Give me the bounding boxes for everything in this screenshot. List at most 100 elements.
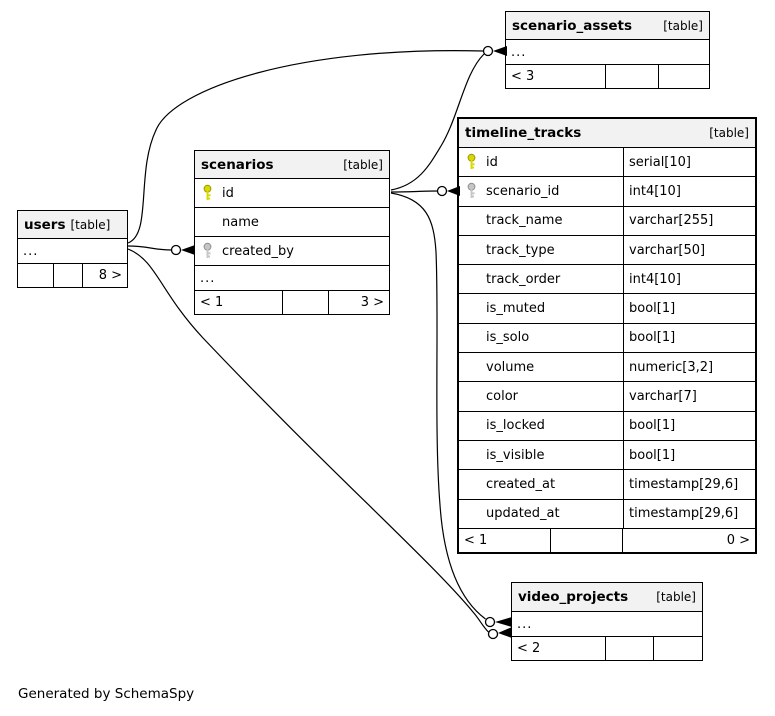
column-row-is-visible: is_visible bool[1] — [459, 440, 755, 471]
column-row-volume: volume numeric[3,2] — [459, 353, 755, 383]
table-node-video-projects[interactable]: video_projects [table] ... < 2 — [511, 582, 703, 661]
table-node-users[interactable]: users [table] ... 8 > — [17, 210, 128, 288]
hidden-columns-row: ... — [506, 40, 709, 65]
column-row-created-by: created_by — [195, 237, 389, 266]
parents-count: < 3 — [506, 65, 606, 88]
column-row-track-order: track_order int4[10] — [459, 265, 755, 295]
table-type-tag: [table] — [70, 217, 111, 232]
column-name: name — [222, 214, 259, 230]
hidden-columns-row: ... — [18, 239, 127, 264]
primary-key-icon — [203, 184, 212, 200]
table-name: scenario_assets — [512, 17, 633, 34]
parents-count: < 1 — [459, 528, 551, 552]
column-type: varchar[255] — [623, 206, 755, 235]
children-count: 8 > — [98, 268, 122, 283]
table-footer: < 1 0 > — [459, 528, 755, 552]
ellipsis-label: ... — [200, 270, 216, 286]
column-name: volume — [486, 359, 535, 375]
crow-foot-icon — [498, 627, 512, 638]
column-row-created-at: created_at timestamp[29,6] — [459, 470, 755, 500]
zero-circle-icon — [487, 628, 499, 640]
hidden-columns-row: ... — [512, 612, 702, 637]
table-header: timeline_tracks [table] — [459, 119, 755, 148]
column-name: track_name — [486, 213, 563, 229]
table-name: video_projects — [518, 589, 629, 605]
column-name: color — [486, 389, 519, 405]
column-type: bool[1] — [623, 294, 755, 323]
column-name: is_locked — [486, 418, 545, 434]
children-count — [659, 65, 709, 88]
foreign-key-icon — [467, 183, 476, 199]
column-name: updated_at — [486, 506, 560, 522]
crow-foot-icon — [181, 245, 195, 255]
column-type: bool[1] — [623, 323, 755, 353]
ellipsis-label: ... — [511, 44, 527, 60]
parents-count — [18, 264, 54, 287]
column-row-track-name: track_name varchar[255] — [459, 206, 755, 236]
footer-cell — [606, 65, 659, 88]
children-count — [654, 637, 702, 660]
zero-circle-icon — [436, 185, 448, 197]
column-type: serial[10] — [623, 148, 755, 177]
column-name: id — [486, 154, 498, 170]
table-footer: < 2 — [512, 637, 702, 660]
crow-foot-icon — [495, 617, 512, 627]
generator-credit: Generated by SchemaSpy — [18, 686, 195, 702]
zero-circle-icon — [170, 244, 182, 256]
column-name: id — [222, 185, 234, 201]
column-type: numeric[3,2] — [623, 353, 755, 382]
table-type-tag: [table] — [343, 157, 383, 172]
table-name: timeline_tracks — [465, 125, 582, 141]
column-name: is_solo — [486, 330, 530, 346]
table-type-tag: [table] — [709, 126, 749, 140]
column-type: timestamp[29,6] — [623, 499, 755, 528]
table-name: users — [24, 216, 66, 233]
column-row-track-type: track_type varchar[50] — [459, 235, 755, 266]
parents-count: < 1 — [195, 291, 283, 314]
column-row-id: id serial[10] — [459, 148, 755, 178]
table-header: users [table] — [18, 211, 127, 239]
table-type-tag: [table] — [663, 18, 703, 33]
children-count: 0 > — [726, 532, 750, 548]
column-row-scenario-id: scenario_id int4[10] — [459, 177, 755, 207]
column-type: bool[1] — [623, 440, 755, 470]
column-row-is-solo: is_solo bool[1] — [459, 323, 755, 354]
ellipsis-label: ... — [517, 616, 533, 632]
table-node-timeline-tracks[interactable]: timeline_tracks [table] id serial[10] sc… — [457, 117, 757, 554]
column-name: track_type — [486, 242, 555, 258]
footer-cell — [54, 264, 83, 287]
column-type: varchar[50] — [623, 235, 755, 265]
column-name: track_order — [486, 271, 561, 287]
foreign-key-icon — [203, 242, 212, 258]
ellipsis-label: ... — [23, 243, 39, 259]
column-row-id: id — [195, 179, 389, 208]
column-row-is-locked: is_locked bool[1] — [459, 411, 755, 441]
column-type: int4[10] — [623, 265, 755, 294]
table-type-tag: [table] — [656, 590, 696, 604]
zero-circle-icon — [484, 616, 496, 628]
footer-cell — [283, 291, 329, 314]
column-name: created_at — [486, 476, 556, 492]
column-name: is_muted — [486, 301, 546, 317]
table-name: scenarios — [201, 156, 274, 173]
parents-count: < 2 — [512, 637, 606, 660]
column-row-color: color varchar[7] — [459, 382, 755, 412]
column-row-updated-at: updated_at timestamp[29,6] — [459, 499, 755, 529]
column-type: bool[1] — [623, 411, 755, 440]
children-count: 3 > — [360, 295, 384, 310]
table-header: scenarios [table] — [195, 151, 389, 179]
column-type: varchar[7] — [623, 382, 755, 411]
relationship-scenarios-timeline-tracks — [390, 190, 438, 193]
table-footer: 8 > — [18, 264, 127, 287]
column-type: int4[10] — [623, 177, 755, 206]
table-node-scenario-assets[interactable]: scenario_assets [table] ... < 3 — [505, 11, 710, 89]
table-footer: < 3 — [506, 65, 709, 88]
hidden-columns-row: ... — [195, 266, 389, 291]
table-header: scenario_assets [table] — [506, 12, 709, 40]
column-name: created_by — [222, 243, 294, 259]
footer-cell — [551, 528, 623, 552]
table-node-scenarios[interactable]: scenarios [table] id name created_by — [194, 150, 390, 315]
column-row-is-muted: is_muted bool[1] — [459, 294, 755, 324]
column-type: timestamp[29,6] — [623, 470, 755, 499]
